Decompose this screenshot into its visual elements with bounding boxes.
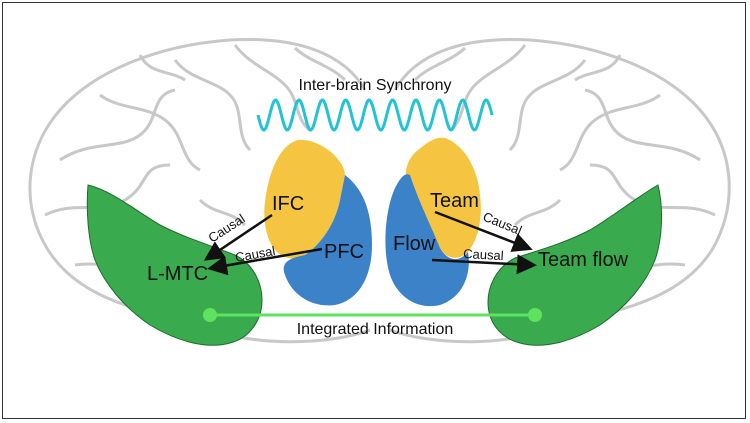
arrow-pfc-to-lmtc bbox=[207, 247, 323, 276]
causal-label-pfc: Causal bbox=[234, 243, 277, 265]
arrow-ifc-to-lmtc bbox=[203, 213, 273, 261]
left-pfc-region bbox=[283, 175, 372, 306]
team-flow-label: Team flow bbox=[538, 249, 629, 271]
arrow-flow-to-teamflow bbox=[431, 254, 537, 275]
right-team-region bbox=[405, 137, 481, 258]
causal-label-team: Causal bbox=[481, 209, 524, 238]
synchrony-wave bbox=[256, 98, 494, 132]
causal-label-flow: Causal bbox=[463, 246, 504, 263]
right-node bbox=[528, 308, 542, 322]
left-node bbox=[203, 308, 217, 322]
team-label: Team bbox=[430, 190, 479, 212]
left-ifc-region bbox=[264, 139, 345, 259]
right-flow-region bbox=[385, 174, 469, 307]
pfc-label: PFC bbox=[324, 241, 364, 263]
left-temporal-region bbox=[86, 184, 263, 346]
lmtc-label: L-MTC bbox=[147, 263, 208, 285]
integrated-information-label: Integrated Information bbox=[297, 321, 454, 338]
causal-label-ifc: Causal bbox=[205, 211, 247, 246]
synchrony-title: Inter-brain Synchrony bbox=[299, 77, 452, 94]
ifc-label: IFC bbox=[272, 193, 304, 215]
flow-label: Flow bbox=[393, 233, 436, 255]
right-temporal-region bbox=[487, 184, 663, 346]
integrated-information-line bbox=[203, 308, 542, 322]
arrow-team-to-teamflow bbox=[434, 210, 533, 252]
